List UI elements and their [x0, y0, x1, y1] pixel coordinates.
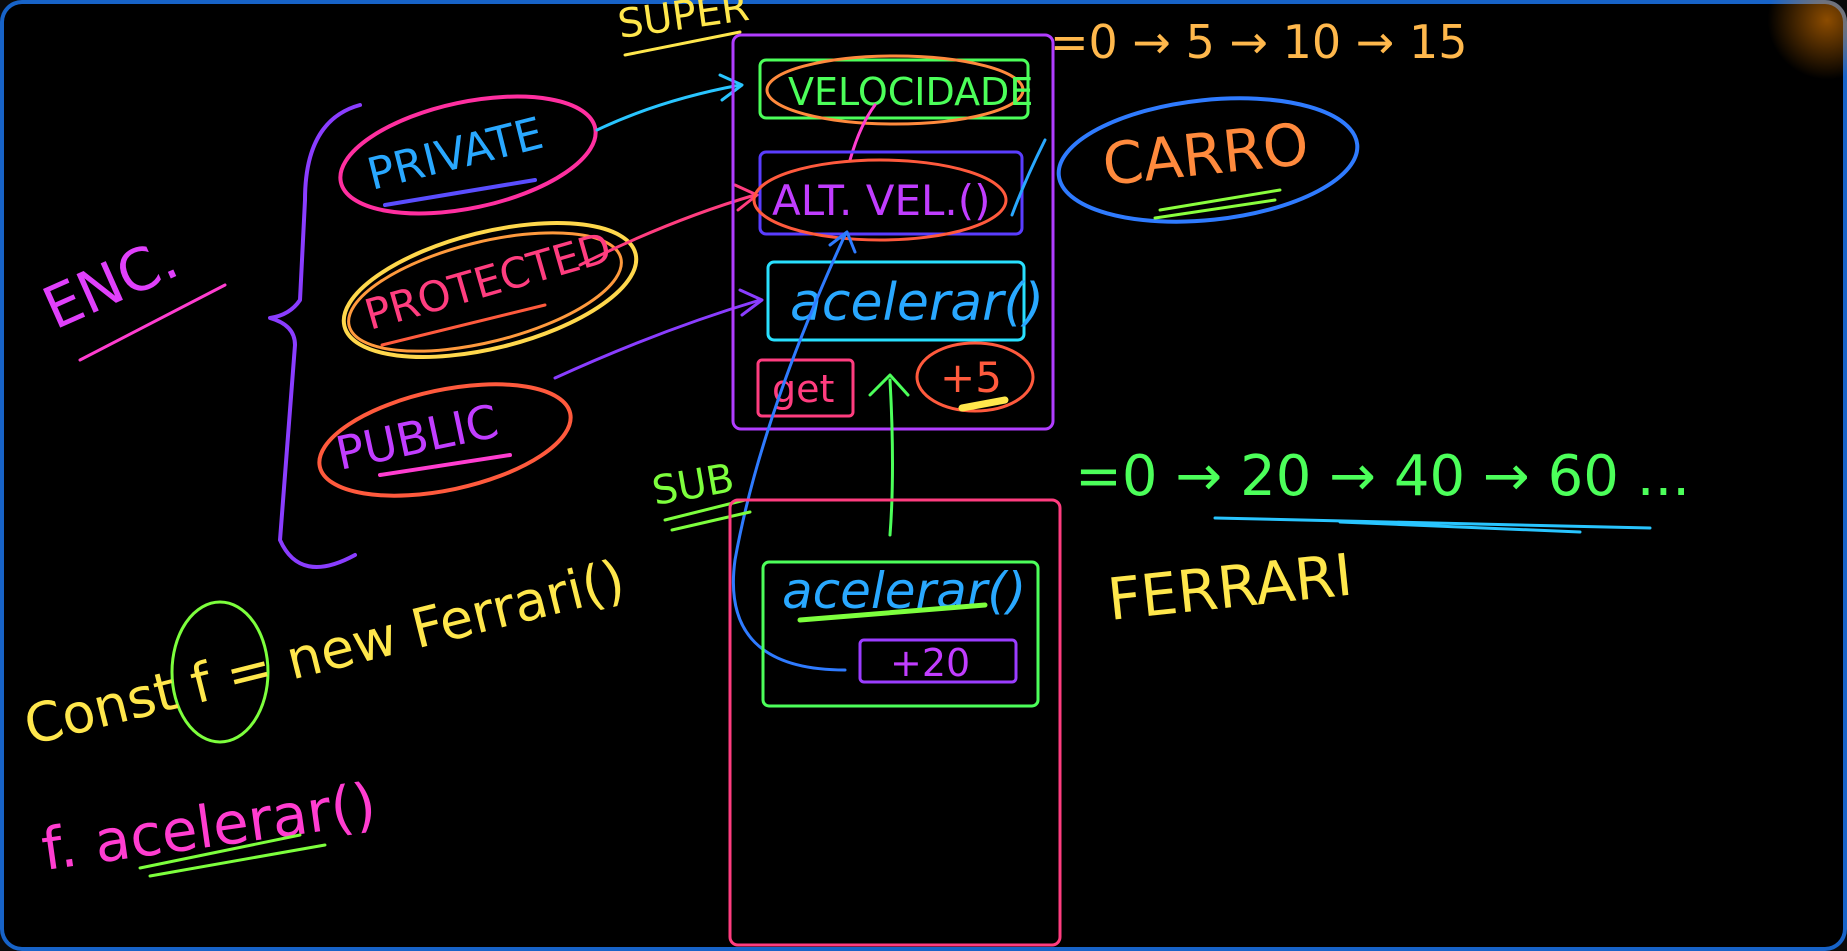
encapsulation-underline: [78, 283, 227, 362]
protected-underline: [380, 303, 547, 347]
sub-class-box: [728, 498, 1062, 947]
super-label: SUPER: [615, 0, 752, 48]
public-underline: [378, 453, 512, 477]
protected-ellipse-yellow: [341, 221, 639, 359]
arrow-head-public: [738, 288, 764, 317]
f-variable-ellipse: [170, 600, 270, 744]
velocidade-box: [758, 58, 1030, 120]
sequence-sub-underline: [1213, 516, 1652, 534]
private-label: PRIVATE: [362, 108, 548, 201]
carro-ellipse: [1056, 96, 1360, 224]
arrow-head-protected: [733, 183, 759, 212]
velocidade-ellipse: [765, 54, 1025, 126]
arrow-sub-acelerar-to-plus-five: [888, 378, 894, 537]
arrow-altvel-to-velocidade: [848, 103, 877, 162]
arrow-head-private: [718, 73, 744, 102]
carro-underline: [1153, 188, 1282, 220]
public-ellipse: [317, 382, 573, 498]
code-line-2-underline: [138, 833, 327, 878]
alt-vel-label: ALT. VEL.(): [772, 176, 991, 225]
arrow-public-to-acelerar: [553, 298, 762, 380]
velocidade-label: VELOCIDADE: [788, 70, 1033, 114]
alt-vel-ellipse: [752, 158, 1008, 242]
plus-five-label: +5: [940, 353, 1002, 402]
get-box: [756, 358, 855, 418]
plus-twenty-label: +20: [890, 641, 970, 685]
arrow-private-to-velocidade: [595, 83, 742, 132]
carro-label: CARRO: [1099, 110, 1311, 199]
acelerar-super-box: [766, 260, 1026, 342]
acelerar-sub-box: [761, 560, 1040, 708]
super-underline: [623, 30, 742, 57]
arrow-head-altvel: [828, 230, 857, 254]
arrow-altvel-to-carro: [1010, 138, 1047, 217]
protected-ellipse-orange: [347, 231, 623, 353]
private-ellipse: [338, 94, 598, 216]
sequence-sub: =0 → 20 → 40 → 60 ...: [1075, 444, 1690, 509]
plus-twenty-box: [858, 638, 1018, 684]
curly-brace: [268, 103, 362, 569]
arrow-protected-to-altvel: [578, 193, 757, 267]
arrow-plus-twenty-to-altvel: [731, 233, 847, 672]
plus-five-ellipse: [915, 341, 1035, 413]
code-line-1: Const f = new Ferrari(): [18, 547, 631, 757]
arrow-head-plus-five: [868, 373, 910, 397]
acelerar-sub-underline: [797, 602, 988, 623]
plus-five-highlight: [958, 396, 1009, 412]
private-underline: [383, 178, 537, 207]
acelerar-super-label: acelerar(): [790, 273, 1044, 333]
sequence-super: =0 → 5 → 10 → 15: [1050, 15, 1468, 69]
encapsulation-label: ENC.: [33, 224, 188, 343]
ferrari-label: FERRARI: [1104, 541, 1355, 634]
